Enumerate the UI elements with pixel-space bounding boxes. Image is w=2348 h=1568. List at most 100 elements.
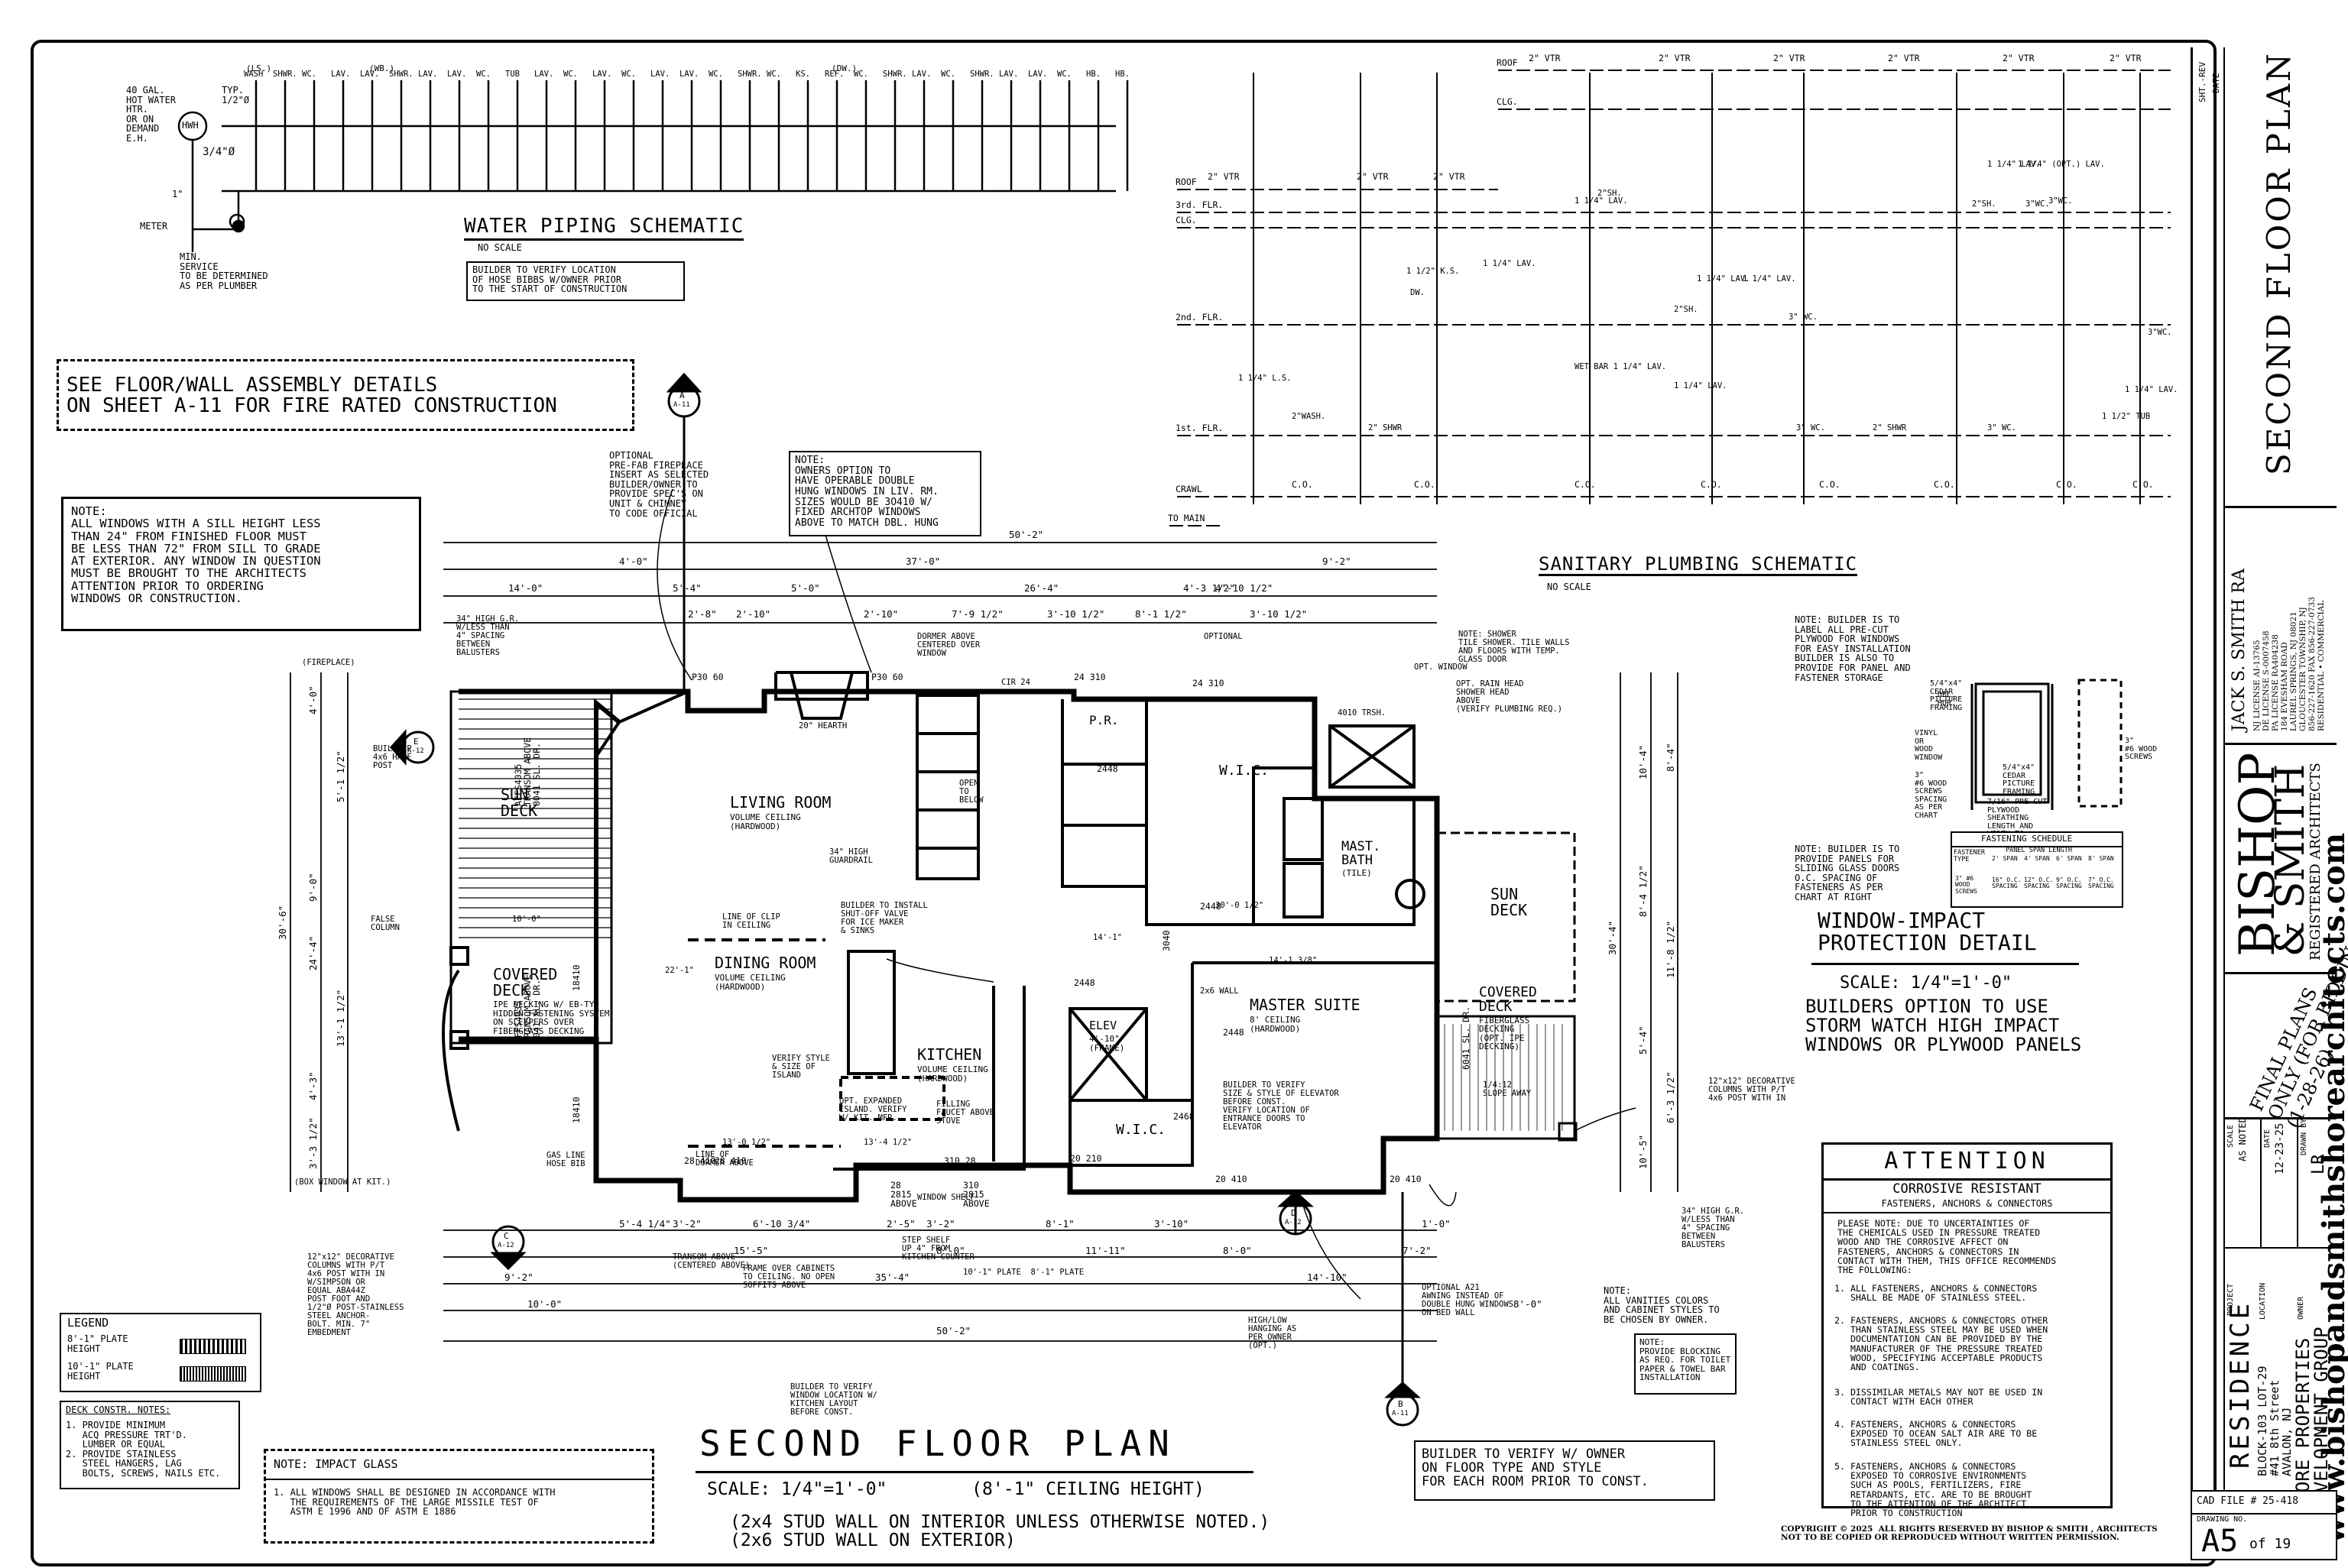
impact-glass-note: 1. ALL WINDOWS SHALL BE DESIGNED IN ACCO… [274,1487,556,1518]
impact-label: DBL. HDR. [1938,691,1957,708]
window-tag: AFFS4035 TRANSOM ABOVE 8041 SL. DR. [513,737,543,806]
sanitary-branch-label: WET BAR 1 1/4" LAV. [1575,362,1667,371]
window-tag: 18410 [571,964,582,991]
project-name: RESIDENCE [2225,1300,2256,1469]
room-sub: VOLUME CEILING (HARDWOOD) [917,1064,988,1084]
water-fixture-label: WC. [563,70,578,79]
schedule-col: 8' SPAN [2088,855,2114,862]
drawn-label: DRAWN BY [2300,1118,2308,1155]
window-sill-note-box: NOTE: ALL WINDOWS WITH A SILL HEIGHT LES… [61,497,421,631]
impact-label: 5/4"x4" CEDAR PICTURE FRAMING [1930,679,1963,712]
window-tag: AFFS4035 TRANSOM ABOVE 6041 SL. DR. [513,974,543,1043]
plan-callout: 12"x12" DECORATIVE COLUMNS WITH P/T 4x6 … [1708,1077,1795,1103]
dim-right: 10'-4" [1637,744,1649,779]
sanitary-level-label: CLG. [1497,96,1518,107]
schedule-head: PANEL SPAN LENGTH [2006,847,2072,854]
water-fixture-label: SHWR. [883,70,907,79]
water-fixture-label: WC. [941,70,955,79]
owner-option-note: NOTE: OWNERS OPTION TO HAVE OPERABLE DOU… [795,455,939,529]
sheet-title-cell [2223,47,2337,508]
architect-line: NJ LICENSE AI-13765 [2252,640,2262,731]
dim-bottom: 3'-2" [926,1218,955,1229]
vtr-label: 2" VTR [1529,53,1561,63]
impact-title-underline [1811,963,2079,965]
sanitary-branch-label: 3" WC. [1789,313,1818,322]
water-fixture-label: SHWR. [970,70,994,79]
architect-line: LAUREL SPRINGS, NJ 08021 [2289,611,2298,731]
room-name: P.R. [1089,713,1119,727]
legend-box: LEGEND 8'-1" PLATE HEIGHT 10'-1" PLATE H… [60,1313,261,1392]
room-name: W.I.C. [1219,763,1270,779]
blocking-note: NOTE: PROVIDE BLOCKING AS REQ. FOR TOILE… [1639,1337,1731,1383]
floor-plan-interior [442,671,1578,1171]
window-tag: 310 2815 ABOVE [963,1180,990,1210]
plan-callout: 13'-0 1/2" [722,1138,771,1147]
impact-option: BUILDERS OPTION TO USE STORM WATCH HIGH … [1805,996,2082,1056]
impact-note-2: NOTE: BUILDER IS TO PROVIDE PANELS FOR S… [1795,844,1900,902]
dim-right: 6'-3 1/2" [1665,1071,1676,1123]
dim-top: 9'-2" [1322,556,1351,567]
sanitary-branch-label: 1 1/2" K.S. [1406,267,1460,276]
plan-scale: SCALE: 1/4"=1'-0" (8'-1" CEILING HEIGHT) [707,1479,1205,1499]
plan-callout: BUILDER TO VERIFY WINDOW LOCATION W/ KIT… [790,1382,877,1417]
water-fixture-label: LAV. [1028,70,1048,79]
room-sub: 4'-10" (FRAME) [1089,1034,1125,1053]
water-heater-label: 40 GAL. HOT WATER HTR. OR ON DEMAND E.H. [126,85,177,144]
floor-type-note: BUILDER TO VERIFY W/ OWNER ON FLOOR TYPE… [1422,1447,1649,1489]
architect-line: 856-227-1620 FAX 856-227-0733 [2307,597,2317,731]
plan-callout: 2x6 WALL [1200,986,1239,996]
date-value: 12-23-25 [2274,1123,2286,1174]
size1-label: 1" [172,189,183,199]
room-sub: (TILE) [1341,868,1372,879]
dim-left: 9'-0" [307,873,319,902]
firm-name-2: & SMITH [2268,763,2314,957]
window-sill-note: NOTE: ALL WINDOWS WITH A SILL HEIGHT LES… [71,504,321,605]
water-fixture-label: WC. [302,70,316,79]
drawing-no-box: DRAWING NO. A5 of 19 [2191,1513,2337,1560]
water-fixture-label: LAV. [912,70,932,79]
plan-callout: 10'-0" [512,915,541,924]
sanitary-level-label: ROOF [1176,177,1197,187]
architect-line: 184 EVESHAM ROAD [2280,642,2289,731]
title-block: SHT.-REV DATE SECOND FLOOR PLAN JACK S. … [2191,47,2348,1553]
water-fixture-label: LAV. [650,70,670,79]
info-cell [2223,1117,2337,1249]
attention-item: 2. FASTENERS, ANCHORS & CONNECTORS OTHER… [1834,1315,2048,1372]
dim-bottom: 8'-1" [1046,1218,1075,1229]
cleanout-label: C.O. [1292,479,1313,490]
room-name: SUN DECK [501,786,538,820]
deck-notes-title: DECK CONSTR. NOTES: [66,1404,171,1415]
section-letter: D [1291,1208,1296,1218]
vtr-label: 2" VTR [1433,171,1465,182]
sanitary-branch-label: 1 1/2" TUB [2102,412,2151,421]
legend-swatch-1 [180,1339,246,1354]
dim-top: 4'-10 1/2" [1215,582,1273,594]
window-tag: 18410 [571,1097,582,1123]
section-sheet: A-11 [673,401,690,409]
water-fixture-label: LAV. [999,70,1019,79]
impact-detail-drawing [1970,679,2123,810]
info-divider-1 [2260,1117,2262,1247]
attention-intro: PLEASE NOTE: DUE TO UNCERTAINTIES OF THE… [1837,1218,2057,1275]
dim-top: 4'-0" [619,556,648,567]
attention-item: 3. DISSIMILAR METALS MAY NOT BE USED IN … [1834,1387,2043,1408]
window-tag: 2468 [1173,1111,1195,1122]
location-label: LOCATION [2259,1282,2267,1320]
scale-label: SCALE [2226,1124,2235,1148]
water-fixture-label: WC. [854,70,868,79]
window-tag: 28 410 [684,1155,716,1166]
dim-top: 4'-3 1/2" [1183,582,1235,594]
dim-bottom: 8'-0" [936,1245,965,1256]
window-tag: 2448 [1097,763,1118,774]
plan-callout: 14'-1 3/8" [1269,956,1318,965]
sanitary-branch-label: 1 1/4" LAV. [1483,259,1536,268]
sanitary-branch-label: 1 1/4" LAV. [1743,274,1796,283]
dim-top: 5'-4" [673,582,702,594]
schedule-cell: 9" O.C. SPACING [2056,876,2082,890]
impact-scale: SCALE: 1/4"=1'-0" [1840,974,2012,993]
impact-label: VINYL OR WOOD WINDOW [1915,729,1943,762]
vtr-label: 2" VTR [2003,53,2035,63]
plan-callout: VERIFY STYLE & SIZE OF ISLAND [772,1054,830,1080]
room-name: KITCHEN [917,1045,982,1064]
